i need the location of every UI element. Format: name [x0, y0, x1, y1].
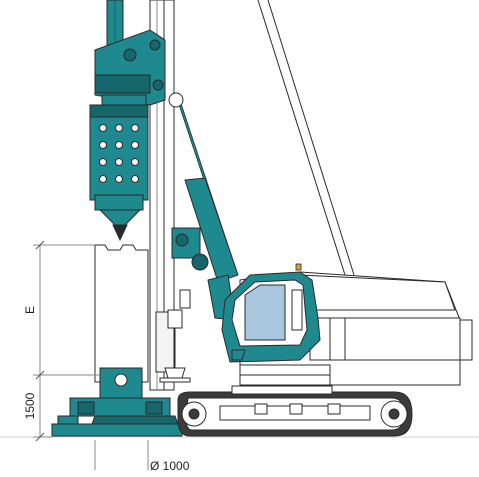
- operator-cab: [221, 271, 321, 363]
- warning-light: [295, 263, 302, 271]
- kinematic-arm: [168, 92, 239, 321]
- dimension-label-1500: 1500: [23, 392, 37, 419]
- casing-oscillator: [51, 367, 183, 437]
- dimension-lines: [33, 244, 149, 470]
- dimension-label-diameter: Ø 1000: [150, 459, 190, 473]
- casing-tube: [94, 244, 149, 383]
- backstay-lines: [257, 0, 355, 276]
- drilling-bucket: [89, 104, 149, 242]
- dimension-label-e: E: [23, 306, 37, 314]
- dimension-ticks: [35, 240, 45, 442]
- rotary-head: [94, 29, 166, 106]
- mast-foot: [159, 289, 191, 383]
- crawler-track: [177, 385, 413, 437]
